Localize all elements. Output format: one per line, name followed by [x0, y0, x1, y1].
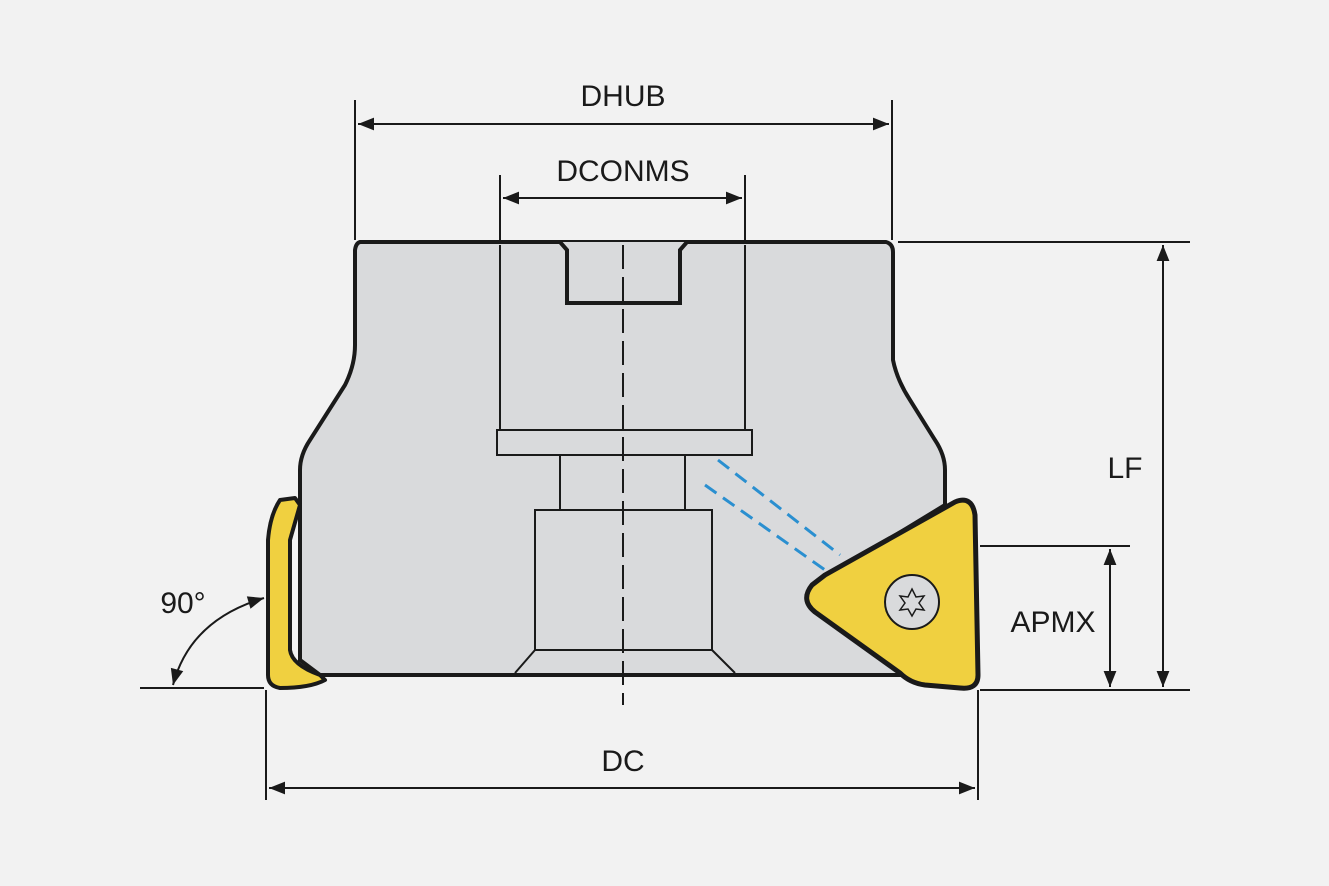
label-dc: DC — [601, 745, 644, 778]
drive-slot — [498, 240, 748, 305]
coolant-channel — [704, 458, 841, 572]
left-insert — [266, 496, 327, 690]
torx-icon — [898, 587, 926, 618]
label-dhub: DHUB — [580, 80, 665, 113]
label-angle: 90° — [160, 587, 205, 620]
label-lf: LF — [1107, 452, 1142, 485]
label-dconms: DCONMS — [556, 155, 689, 188]
dimension-lines — [140, 100, 1190, 800]
insert-screw — [884, 574, 940, 630]
label-apmx: APMX — [1010, 606, 1095, 639]
